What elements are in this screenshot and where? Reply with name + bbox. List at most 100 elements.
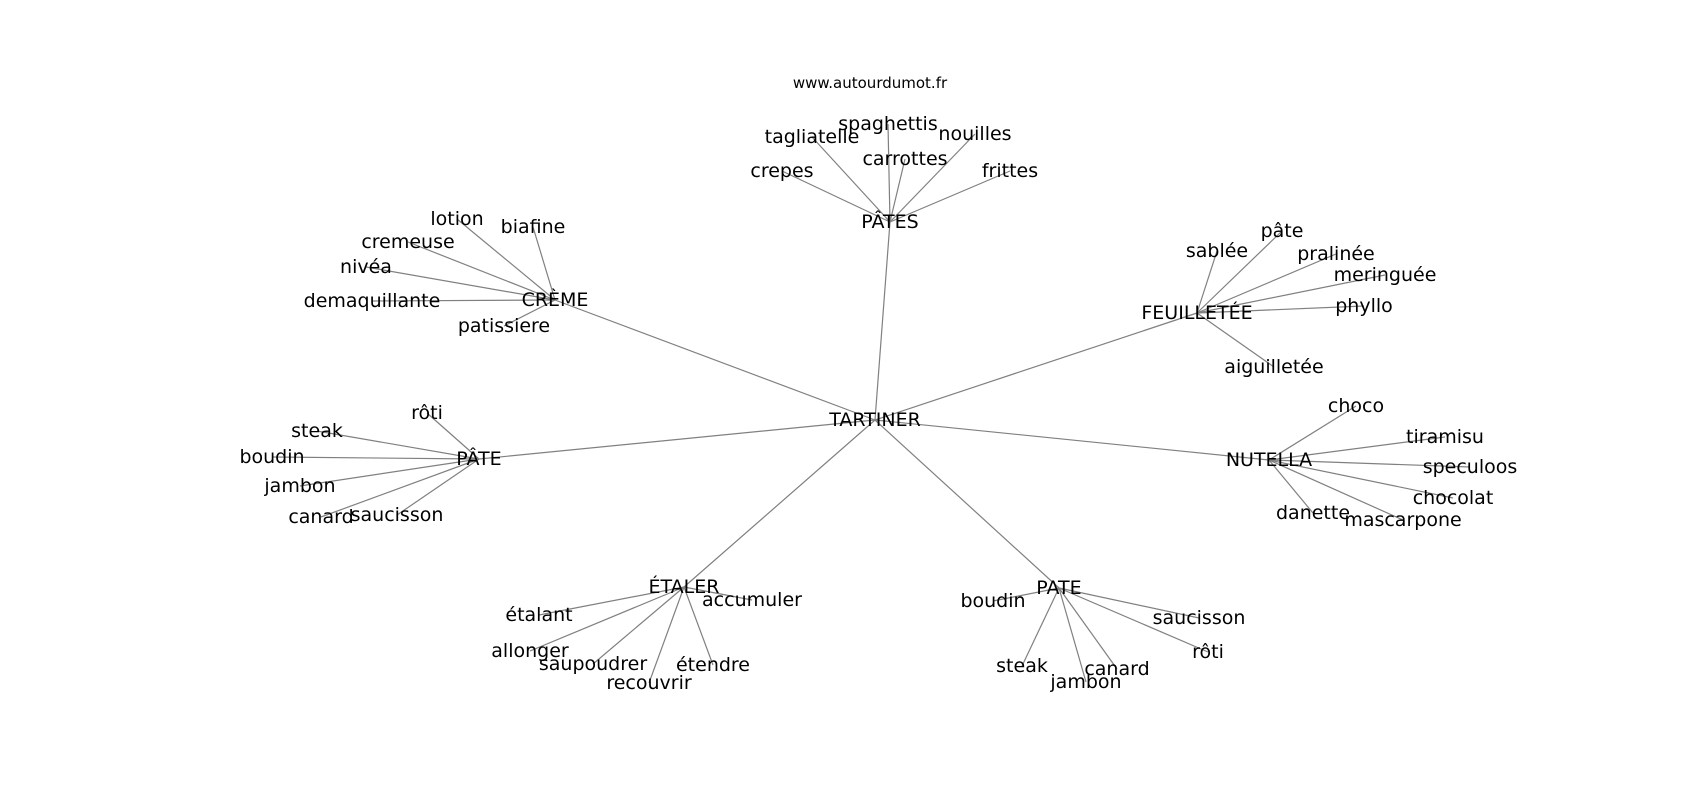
edge-center-pate-accent bbox=[478, 419, 876, 460]
cluster-node-label: PÂTES bbox=[861, 210, 918, 233]
leaf-node-label: carrottes bbox=[862, 148, 947, 170]
leaf-node-label: aiguilletée bbox=[1224, 356, 1323, 378]
edge-creme-leaf bbox=[532, 226, 556, 301]
edge-pate-leaf bbox=[1058, 587, 1118, 670]
edge-pates-leaf bbox=[781, 170, 891, 223]
edge-nutella-leaf bbox=[1268, 436, 1446, 461]
leaf-node-label: steak bbox=[996, 655, 1048, 677]
edge-pates-leaf bbox=[811, 136, 891, 223]
cluster-node-label: ÉTALER bbox=[649, 575, 720, 598]
edge-pate-accent-leaf bbox=[426, 412, 480, 460]
leaf-node-label: accumuler bbox=[702, 589, 802, 611]
edge-creme-leaf bbox=[407, 241, 556, 301]
edge-etaler-leaf bbox=[683, 586, 714, 666]
edge-nutella-leaf bbox=[1268, 405, 1357, 461]
leaf-node-label: phyllo bbox=[1335, 295, 1393, 317]
leaf-node-label: choco bbox=[1328, 395, 1384, 417]
edge-feuilletee-leaf bbox=[1196, 305, 1365, 314]
leaf-node-label: sablée bbox=[1186, 240, 1248, 262]
cluster-node-label: FEUILLETÉE bbox=[1141, 301, 1252, 324]
edge-center-pates bbox=[874, 221, 891, 421]
leaf-node-label: tagliatelle bbox=[765, 126, 860, 148]
edge-creme-leaf bbox=[371, 299, 556, 302]
edge-etaler-leaf bbox=[529, 586, 685, 652]
cluster-node-label: PATE bbox=[1036, 577, 1081, 599]
edge-center-pate bbox=[874, 419, 1060, 589]
edge-nutella-leaf bbox=[1268, 459, 1454, 499]
edge-pate-leaf bbox=[1058, 587, 1087, 683]
leaf-node-label: canard bbox=[1084, 658, 1149, 680]
cluster-node-label: PÂTE bbox=[456, 447, 501, 470]
edge-pates-leaf bbox=[889, 133, 976, 223]
leaf-node-label: crepes bbox=[750, 160, 813, 182]
leaf-node-label: steak bbox=[291, 420, 343, 442]
leaf-node-label: spaghettis bbox=[838, 113, 937, 135]
edge-nutella-leaf bbox=[1268, 459, 1471, 468]
edge-pates-leaf bbox=[889, 170, 1011, 223]
leaf-node-label: recouvrir bbox=[606, 672, 692, 694]
edge-pate-accent-leaf bbox=[320, 458, 480, 518]
edge-nutella-leaf bbox=[1268, 459, 1314, 514]
edge-nutella-leaf bbox=[1268, 459, 1404, 521]
edge-feuilletee-leaf bbox=[1196, 250, 1218, 314]
edge-feuilletee-leaf bbox=[1196, 230, 1283, 314]
leaf-node-label: danette bbox=[1276, 502, 1350, 524]
edge-pate-leaf bbox=[1058, 587, 1209, 653]
cluster-node-label: CRÈME bbox=[522, 288, 589, 311]
source-watermark: www.autourdumot.fr bbox=[793, 74, 948, 92]
edge-etaler-leaf bbox=[683, 586, 753, 601]
edge-pate-accent-leaf bbox=[316, 430, 480, 460]
edge-pate-accent-leaf bbox=[396, 458, 480, 516]
leaf-node-label: pâte bbox=[1261, 220, 1304, 242]
edge-creme-leaf bbox=[503, 299, 556, 327]
edge-center-etaler bbox=[683, 419, 876, 588]
leaf-node-label: saucisson bbox=[351, 504, 444, 526]
leaf-node-label: nivéa bbox=[340, 256, 392, 278]
edge-pate-leaf bbox=[1058, 587, 1200, 619]
leaf-node-label: pralinée bbox=[1297, 243, 1375, 265]
graph-edges bbox=[271, 123, 1471, 684]
leaf-node-label: saupoudrer bbox=[539, 653, 647, 675]
edge-pate-leaf bbox=[992, 587, 1060, 602]
edge-center-creme bbox=[554, 299, 876, 421]
edge-pate-accent-leaf bbox=[299, 458, 480, 487]
leaf-node-label: saucisson bbox=[1153, 607, 1246, 629]
leaf-node-label: rôti bbox=[411, 402, 443, 424]
edge-etaler-leaf bbox=[592, 586, 685, 665]
cluster-node-label: NUTELLA bbox=[1226, 449, 1312, 471]
leaf-node-label: rôti bbox=[1192, 641, 1224, 663]
edge-center-feuilletee bbox=[874, 312, 1198, 421]
edge-feuilletee-leaf bbox=[1196, 312, 1275, 368]
leaf-node-label: patissiere bbox=[458, 315, 550, 337]
leaf-node-label: cremeuse bbox=[361, 231, 454, 253]
edge-pate-leaf bbox=[1021, 587, 1060, 667]
leaf-node-label: meringuée bbox=[1334, 264, 1437, 286]
leaf-node-label: speculoos bbox=[1423, 456, 1518, 478]
leaf-node-label: canard bbox=[288, 506, 353, 528]
leaf-node-label: demaquillante bbox=[304, 290, 441, 312]
leaf-node-label: allonger bbox=[491, 640, 569, 662]
edge-etaler-leaf bbox=[538, 586, 685, 616]
edge-pates-leaf bbox=[889, 158, 906, 223]
leaf-node-label: biafine bbox=[501, 216, 566, 238]
edge-creme-leaf bbox=[365, 266, 556, 301]
edge-etaler-leaf bbox=[648, 586, 685, 684]
center-node-label: TARTINER bbox=[828, 409, 921, 431]
leaf-node-label: frittes bbox=[982, 160, 1038, 182]
edge-pates-leaf bbox=[887, 123, 891, 223]
leaf-node-label: jambon bbox=[263, 475, 335, 497]
leaf-node-label: étalant bbox=[505, 604, 572, 626]
leaf-node-label: étendre bbox=[676, 654, 750, 676]
leaf-node-label: nouilles bbox=[938, 123, 1011, 145]
leaf-node-label: boudin bbox=[239, 446, 304, 468]
leaf-node-label: boudin bbox=[960, 590, 1025, 612]
edge-feuilletee-leaf bbox=[1196, 274, 1386, 314]
leaf-node-label: chocolat bbox=[1413, 487, 1494, 509]
edge-creme-leaf bbox=[456, 218, 556, 301]
edge-pate-accent-leaf bbox=[271, 456, 480, 460]
edge-center-nutella bbox=[874, 419, 1270, 461]
leaf-node-label: mascarpone bbox=[1344, 509, 1461, 531]
leaf-node-label: lotion bbox=[430, 208, 483, 230]
